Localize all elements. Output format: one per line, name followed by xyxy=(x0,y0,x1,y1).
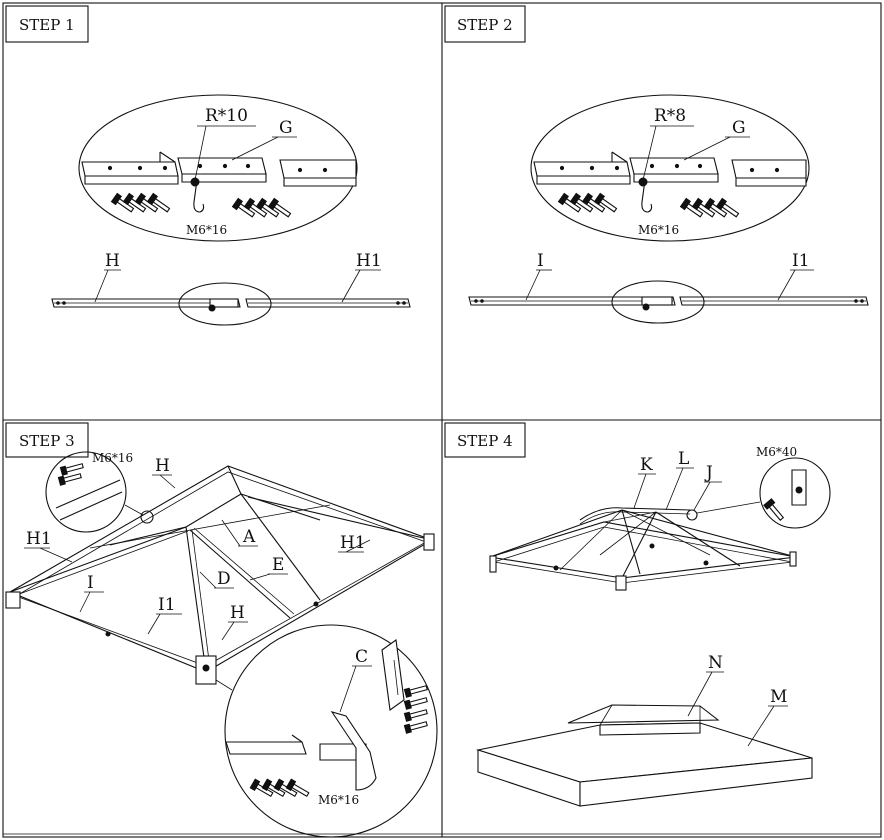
step-2-channel-left xyxy=(533,151,631,185)
step-2-bolts-right xyxy=(679,197,740,218)
step-1-rail-h xyxy=(51,298,241,308)
step-1-bolts-left xyxy=(110,192,171,213)
step-4-part-n-label: N xyxy=(708,653,723,673)
step-2-bolts-left xyxy=(557,192,618,213)
step-3-part-h1-left-label: H1 xyxy=(26,529,52,549)
step-3-part-i1-label: I1 xyxy=(158,595,176,615)
step-4-tab xyxy=(444,422,526,458)
step-4-part-j-label: J xyxy=(704,463,713,483)
step-2-part-g-label: G xyxy=(732,118,746,138)
step-1-connector-g xyxy=(177,157,267,183)
step-2-channel-right xyxy=(731,159,807,187)
step-3-screw-top-label: M6*16 xyxy=(92,451,133,465)
step-1-title: STEP 1 xyxy=(19,16,75,34)
step-2-screw-label: M6*16 xyxy=(638,223,679,237)
step-4-inset-circle xyxy=(759,457,831,529)
step-2-rail-i1 xyxy=(679,296,869,306)
step-3-part-h1-right-label: H1 xyxy=(340,533,366,553)
step-3-screw-bottom-label: M6*16 xyxy=(318,793,359,807)
step-4-panel: STEP 4 xyxy=(444,422,831,807)
step-2-hook-bolt xyxy=(641,179,653,213)
step-1-detail-ellipse xyxy=(78,94,358,242)
step-2-tab xyxy=(444,5,526,43)
step-3-frame xyxy=(5,465,435,685)
step-2-detail-ellipse xyxy=(530,94,810,242)
step-2-hook-nut xyxy=(638,177,648,187)
step-3-inset-small-parts xyxy=(55,463,123,521)
step-1-bolt-label: R*10 xyxy=(205,106,248,126)
step-2-part-i1-label: I1 xyxy=(792,251,810,271)
step-3-part-d-label: D xyxy=(217,569,231,589)
step-4-screw-label: M6*40 xyxy=(756,445,797,459)
step-4-frame xyxy=(489,507,797,591)
step-3-tab xyxy=(5,422,89,458)
step-4-canopy xyxy=(475,704,813,807)
step-4-part-k-label: K xyxy=(640,455,653,475)
step-3-inset-large-parts xyxy=(225,639,428,797)
step-1-rail-h1 xyxy=(245,298,411,308)
step-2-rail-i xyxy=(468,296,676,306)
step-4-inset-parts xyxy=(763,469,807,521)
step-1-channel-left xyxy=(81,151,179,185)
step-1-hook-bolt xyxy=(193,179,205,213)
step-1-bolts-right xyxy=(231,197,292,218)
step-3-panel: STEP 3 xyxy=(5,422,438,838)
step-2-title: STEP 2 xyxy=(457,16,513,34)
step-3-part-i-label: I xyxy=(87,573,94,593)
step-3-part-e-label: E xyxy=(272,555,284,575)
step-2-panel: STEP 2 xyxy=(444,5,869,324)
step-1-joint-circle xyxy=(178,282,272,326)
step-3-inset-circle-large xyxy=(224,624,438,838)
step-1-panel: STEP 1 xyxy=(5,5,411,326)
step-1-tab xyxy=(5,5,89,43)
step-2-joint-circle xyxy=(611,280,705,324)
step-3-title: STEP 3 xyxy=(19,432,75,450)
step-1-part-h-label: H xyxy=(105,251,120,271)
step-4-part-l-label: L xyxy=(678,449,689,469)
step-1-channel-right xyxy=(279,159,357,187)
step-3-part-c-label: C xyxy=(355,647,368,667)
step-2-connector-g xyxy=(629,157,719,183)
step-3-part-h-bottom-label: H xyxy=(230,603,245,623)
step-2-part-i-label: I xyxy=(537,251,544,271)
step-4-part-m-label: M xyxy=(770,687,787,707)
step-1-screw-label: M6*16 xyxy=(186,223,227,237)
step-1-part-g-label: G xyxy=(279,118,293,138)
step-3-inset-circle-small xyxy=(45,451,127,533)
step-3-part-a-label: A xyxy=(242,527,256,547)
step-4-title: STEP 4 xyxy=(457,432,513,450)
step-1-part-h1-label: H1 xyxy=(356,251,382,271)
step-3-part-h-top-label: H xyxy=(155,456,170,476)
step-2-bolt-label: R*8 xyxy=(654,106,686,126)
